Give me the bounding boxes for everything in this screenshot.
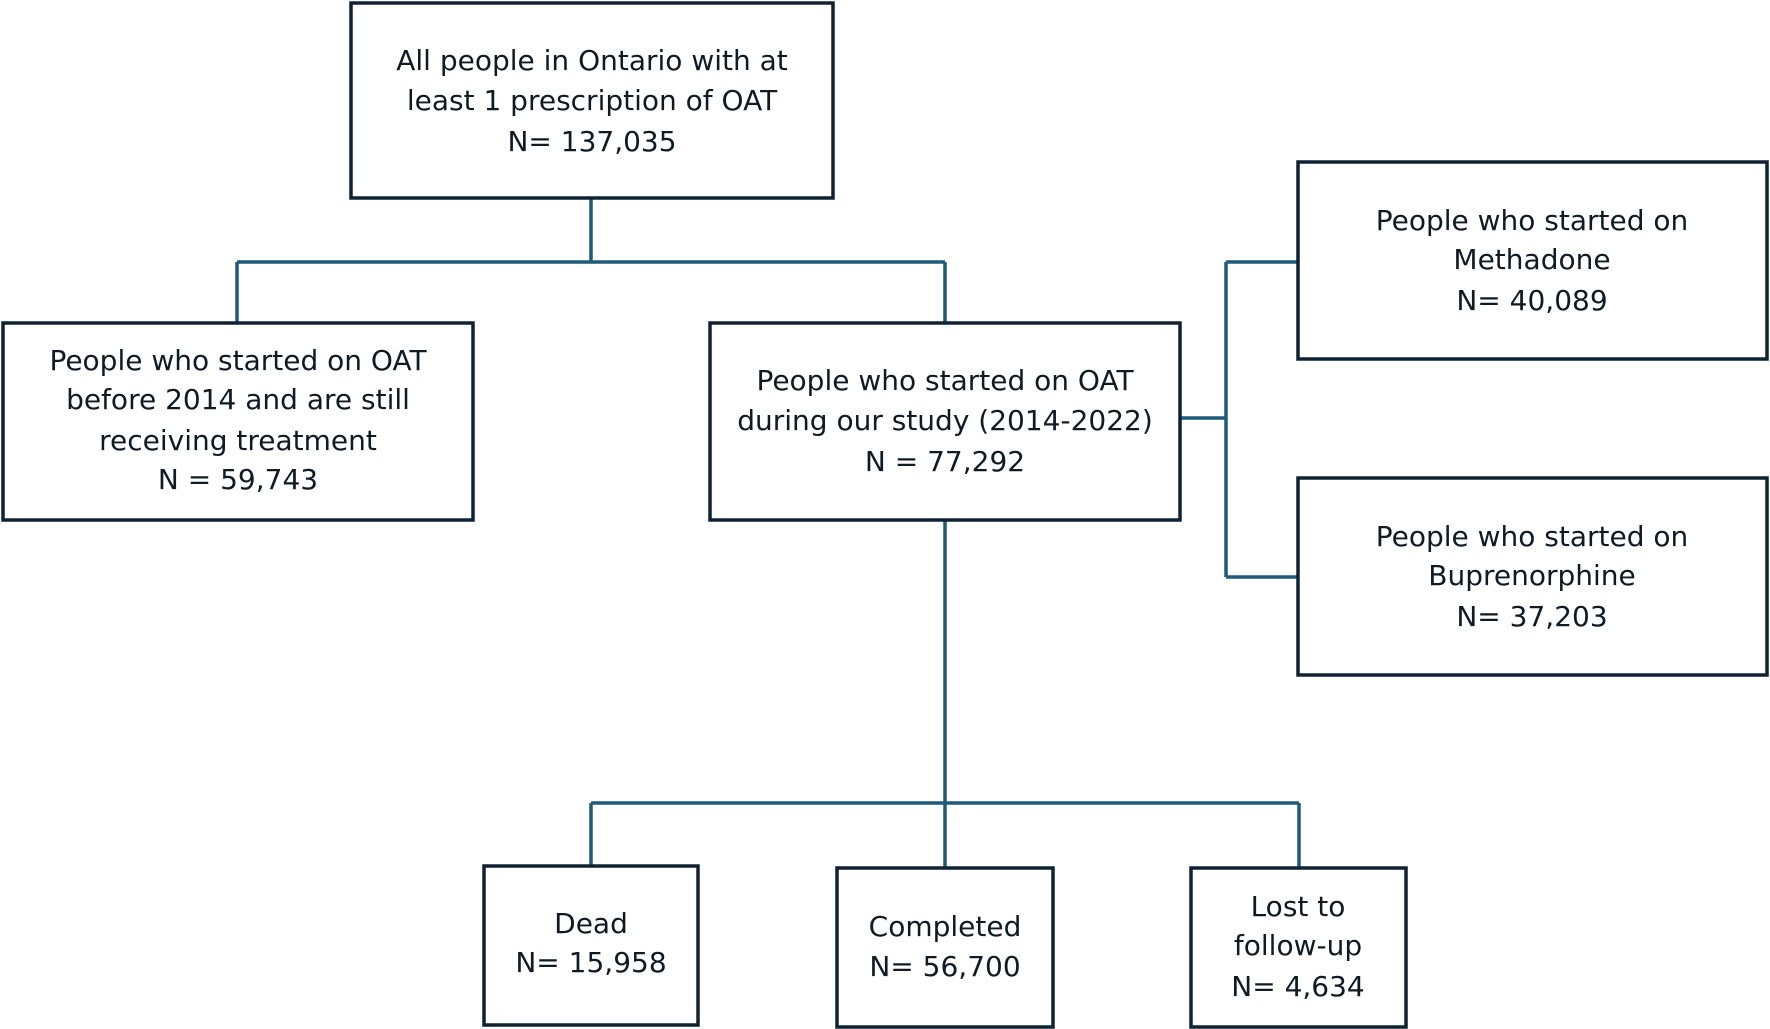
box-buprenorphine-line-2: Buprenorphine xyxy=(1428,559,1636,592)
box-completed-line-1: Completed xyxy=(869,910,1022,943)
box-lost-line-1: Lost to xyxy=(1251,890,1346,923)
box-lost-to-follow-up: Lost to follow-up N= 4,634 xyxy=(1189,866,1408,1029)
box-during-study: People who started on OAT during our stu… xyxy=(708,321,1182,522)
box-dead: Dead N= 15,958 xyxy=(482,864,700,1027)
box-during-study-line-3: N = 77,292 xyxy=(865,445,1025,478)
box-all-people-line-3: N= 137,035 xyxy=(507,125,676,158)
box-buprenorphine-line-1: People who started on xyxy=(1376,520,1689,553)
box-methadone-line-3: N= 40,089 xyxy=(1456,284,1607,317)
box-before-2014-line-1: People who started on OAT xyxy=(49,344,427,377)
box-before-2014-line-2: before 2014 and are still xyxy=(66,383,410,416)
box-completed-line-2: N= 56,700 xyxy=(869,950,1020,983)
box-methadone: People who started on Methadone N= 40,08… xyxy=(1296,160,1769,361)
box-all-people-line-2: least 1 prescription of OAT xyxy=(407,84,778,117)
box-buprenorphine-line-3: N= 37,203 xyxy=(1456,600,1607,633)
box-methadone-line-1: People who started on xyxy=(1376,204,1689,237)
connectors xyxy=(235,198,1301,868)
box-during-study-line-2: during our study (2014-2022) xyxy=(737,404,1153,437)
box-all-people: All people in Ontario with at least 1 pr… xyxy=(349,1,835,200)
box-lost-line-3: N= 4,634 xyxy=(1231,970,1364,1003)
box-completed: Completed N= 56,700 xyxy=(835,866,1055,1029)
box-before-2014-line-4: N = 59,743 xyxy=(158,463,318,496)
box-before-2014-line-3: receiving treatment xyxy=(99,424,377,457)
box-methadone-line-2: Methadone xyxy=(1453,243,1610,276)
box-before-2014: People who started on OAT before 2014 an… xyxy=(1,321,475,522)
box-buprenorphine: People who started on Buprenorphine N= 3… xyxy=(1296,476,1769,677)
box-lost-line-2: follow-up xyxy=(1234,929,1362,962)
box-all-people-line-1: All people in Ontario with at xyxy=(396,44,788,77)
box-dead-line-1: Dead xyxy=(554,907,628,940)
box-dead-line-2: N= 15,958 xyxy=(515,946,666,979)
box-during-study-line-1: People who started on OAT xyxy=(756,364,1134,397)
